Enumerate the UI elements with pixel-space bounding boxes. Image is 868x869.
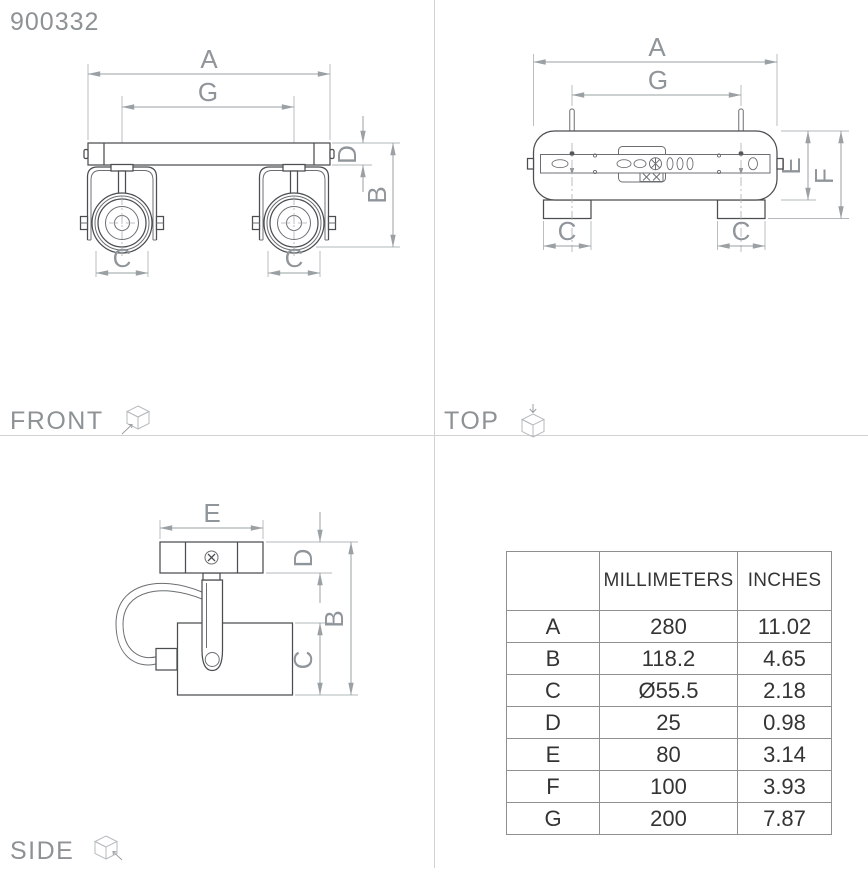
front-left-spotlight: C [79, 163, 165, 277]
mm-cell: 280 [599, 610, 738, 643]
side-dim-label-E: E [203, 498, 220, 528]
table-row-C: C Ø55.5 2.18 [506, 674, 832, 707]
front-view-cube-icon [121, 405, 150, 435]
side-view-drawing: E D B C [115, 498, 358, 696]
side-view-cube-icon [94, 835, 123, 861]
mm-cell: 118.2 [599, 642, 738, 675]
front-dim-label-D: D [332, 145, 362, 164]
table-row-F: F 100 3.93 [506, 770, 832, 803]
top-dim-label-A: A [648, 32, 666, 62]
dimensions-table: MILLIMETERS INCHES A 280 11.02 B 118.2 4… [506, 551, 832, 835]
inches-cell: 11.02 [737, 610, 832, 643]
table-row-E: E 80 3.14 [506, 738, 832, 771]
side-dim-label-C: C [288, 651, 318, 670]
front-view-drawing: A G D B [79, 44, 400, 277]
front-view-label-text: FRONT [10, 406, 104, 435]
inches-cell: 2.18 [737, 674, 832, 707]
front-view-label: FRONT [10, 403, 158, 439]
top-view-drawing: A G E F [526, 32, 849, 252]
front-dim-label-B: B [362, 186, 392, 203]
inches-cell: 3.93 [737, 770, 832, 803]
inches-cell: 0.98 [737, 706, 832, 739]
table-header-row: MILLIMETERS INCHES [506, 551, 832, 611]
front-dim-label-C-left: C [113, 243, 132, 273]
top-view-label: TOP [444, 403, 553, 439]
inches-cell: 7.87 [737, 802, 832, 835]
mm-cell: Ø55.5 [599, 674, 738, 707]
table-header-inches: INCHES [737, 551, 832, 611]
mm-cell: 100 [599, 770, 738, 803]
table-corner-cell [506, 551, 600, 611]
front-dim-label-A: A [200, 44, 218, 74]
top-dim-label-F: F [809, 168, 839, 184]
front-dim-label-C-right: C [285, 243, 304, 273]
letter-cell: E [506, 738, 600, 771]
table-row-B: B 118.2 4.65 [506, 642, 832, 675]
inches-cell: 3.14 [737, 738, 832, 771]
side-view-label-text: SIDE [10, 836, 75, 865]
side-dim-label-D: D [288, 549, 318, 568]
side-view-label: SIDE [10, 833, 132, 869]
mm-cell: 25 [599, 706, 738, 739]
letter-cell: D [506, 706, 600, 739]
table-row-A: A 280 11.02 [506, 610, 832, 643]
table-row-G: G 200 7.87 [506, 802, 832, 835]
top-view-label-text: TOP [444, 406, 500, 435]
letter-cell: A [506, 610, 600, 643]
table-header-millimeters: MILLIMETERS [599, 551, 738, 611]
letter-cell: B [506, 642, 600, 675]
mm-cell: 80 [599, 738, 738, 771]
top-view-cube-icon [521, 404, 546, 438]
letter-cell: F [506, 770, 600, 803]
mm-cell: 200 [599, 802, 738, 835]
front-dim-label-G: G [198, 77, 218, 107]
top-dim-label-C-right: C [732, 216, 751, 246]
top-dim-label-G: G [648, 65, 668, 95]
top-dim-label-C-left: C [558, 216, 577, 246]
letter-cell: C [506, 674, 600, 707]
side-dim-label-B: B [319, 610, 349, 627]
table-row-D: D 25 0.98 [506, 706, 832, 739]
product-code: 900332 [10, 8, 100, 36]
front-right-spotlight: C [251, 163, 337, 277]
letter-cell: G [506, 802, 600, 835]
inches-cell: 4.65 [737, 642, 832, 675]
